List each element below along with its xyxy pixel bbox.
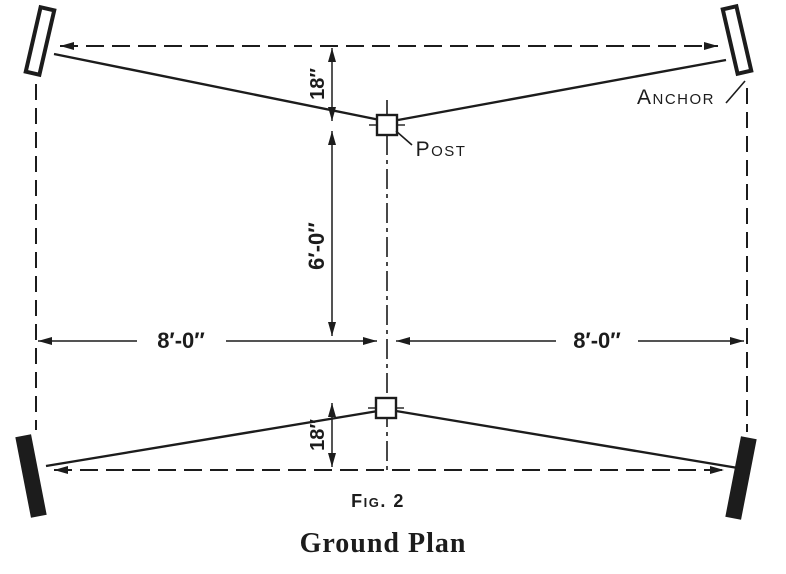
dim-text-18-top: 18″ [307,68,329,100]
dim-text-8-0-left: 8′-0″ [157,328,205,353]
dim-text-18-bottom: 18″ [307,419,329,451]
post-label: Post [416,138,467,161]
anchor-top-left [23,4,57,78]
figure-caption: Fig. 2 [351,491,405,511]
guy-line-top-right [397,58,727,122]
guy-line-bottom-left [45,409,379,468]
guy-line-bottom-right [395,409,739,470]
figure-title: Ground Plan [300,528,467,559]
anchor-bottom-left [15,434,47,518]
dim-text-6-0: 6′-0″ [304,222,329,270]
post-leader-line [395,130,413,146]
anchor-leader-line [725,80,746,104]
guy-line-top-left [53,52,381,122]
anchor-bottom-right [725,436,757,520]
top-post [369,113,405,137]
dim-text-8-0-right: 8′-0″ [573,328,621,353]
bottom-post [368,396,404,420]
anchor-label: Anchor [637,86,715,109]
anchor-top-right [720,3,754,77]
